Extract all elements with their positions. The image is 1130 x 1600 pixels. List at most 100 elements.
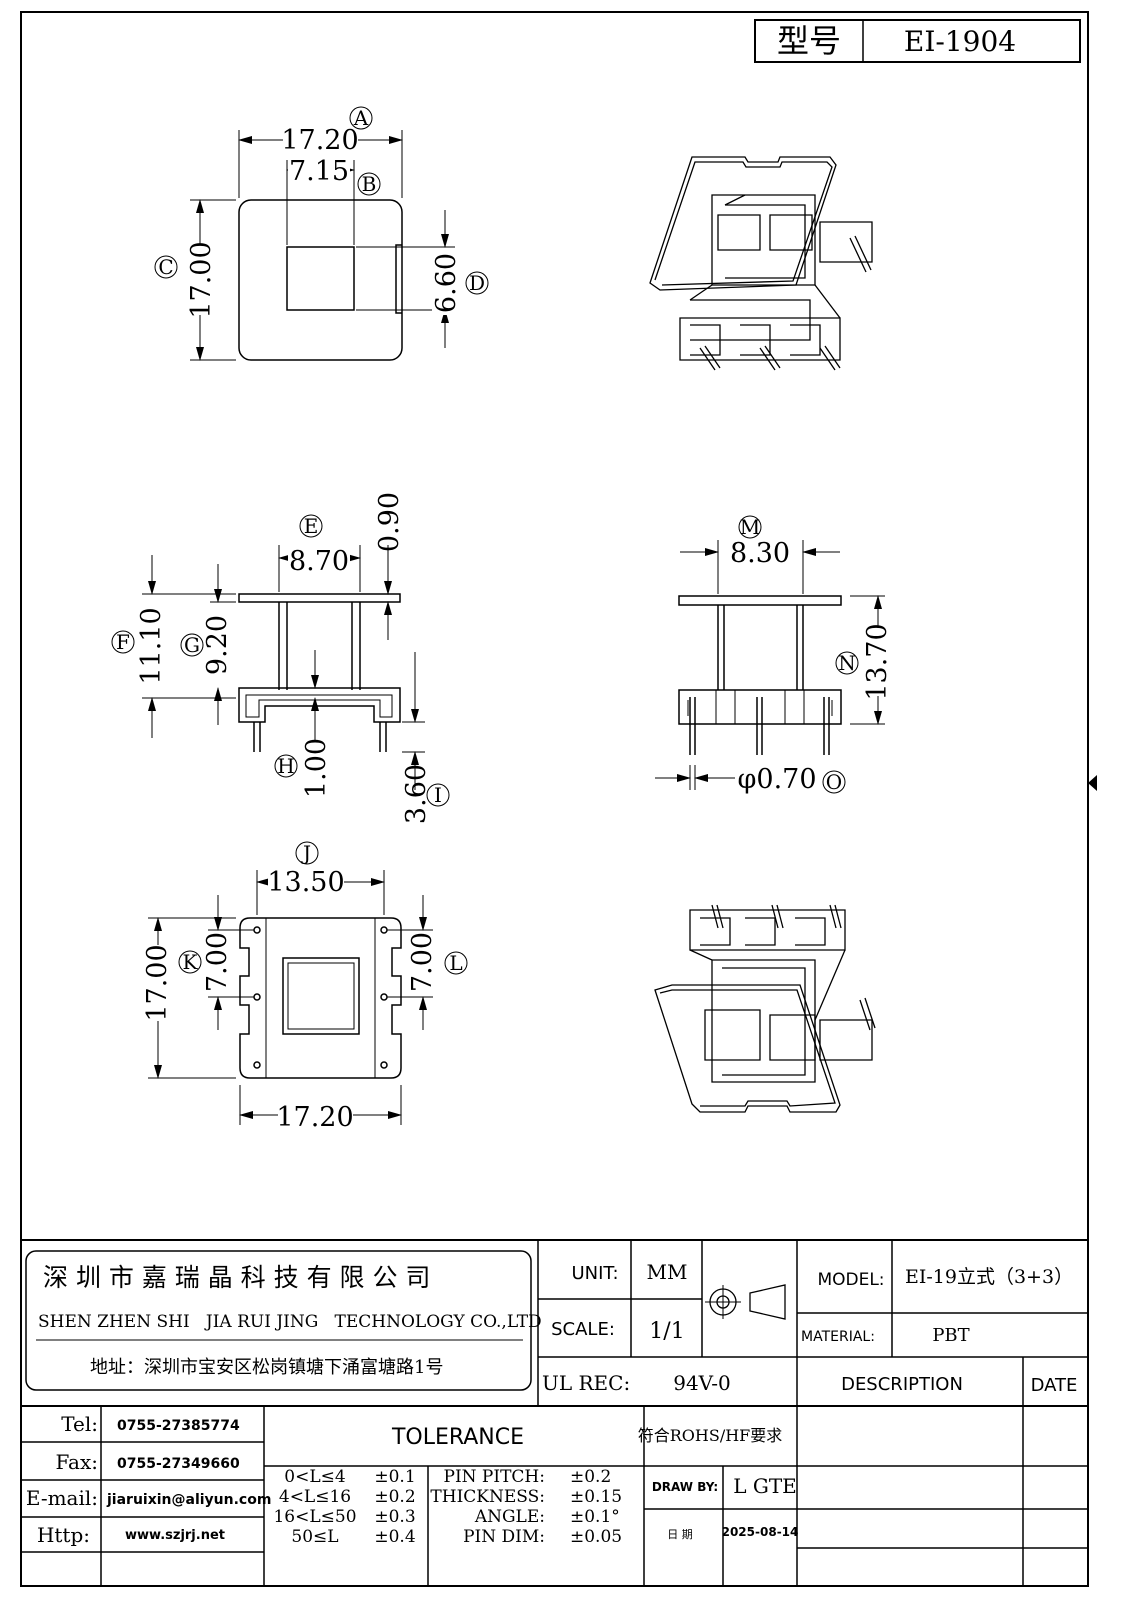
side-base [238, 687, 401, 723]
callout-H: H [274, 754, 298, 778]
tolerance-range: 0<L≤4 [284, 1467, 345, 1487]
title-label: 型号 [777, 22, 841, 60]
ul-label: UL REC: [542, 1371, 630, 1395]
model-label: MODEL: [817, 1270, 884, 1290]
dim-end-width: 8.30 [730, 538, 790, 569]
callout-I: I [426, 783, 450, 807]
draw-by-value: L GTE [733, 1474, 797, 1498]
dim-side-flange-width: 8.70 [289, 546, 349, 577]
company-name-cn: 深 圳 市 嘉 瑞 晶 科 技 有 限 公 司 [43, 1263, 430, 1292]
callout-G: G [180, 633, 204, 657]
svg-text:F: F [116, 630, 130, 654]
iso-view-top [649, 156, 873, 371]
dim-side-flange-thk: 0.90 [374, 492, 405, 552]
tolerance-value: ±0.1 [374, 1467, 415, 1487]
callout-L: L [444, 951, 468, 975]
iso-view-bottom [654, 904, 876, 1113]
tolerance-range: 16<L≤50 [273, 1507, 356, 1527]
front-window [286, 246, 355, 311]
end-top-flange [678, 595, 842, 606]
unit-value: MM [647, 1260, 688, 1284]
tolerance-value: ±0.2 [374, 1487, 415, 1507]
dim-bottom-width: 17.20 [276, 1102, 353, 1133]
svg-text:N: N [838, 651, 856, 675]
email-label: E-mail: [26, 1486, 98, 1510]
unit-label: UNIT: [571, 1263, 618, 1284]
dim-side-body-height: 9.20 [202, 615, 233, 675]
bottom-view [148, 870, 433, 1125]
dim-bottom-left-pitch: 7.00 [202, 932, 233, 992]
tolerance-other-label: THICKNESS: [430, 1487, 545, 1507]
dim-bottom-right-pitch: 7.00 [407, 932, 438, 992]
callout-M: M [738, 515, 762, 539]
callout-F: F [111, 630, 135, 654]
bottom-window [282, 957, 360, 1035]
tolerance-range: 4<L≤16 [279, 1487, 351, 1507]
callout-N: N [835, 651, 859, 675]
end-view [655, 540, 885, 790]
projection-symbol-icon [705, 1284, 786, 1320]
model-value: EI-19立式（3+3） [905, 1266, 1073, 1288]
material-label: MATERIAL: [801, 1329, 875, 1345]
callout-O: O [822, 770, 846, 794]
tolerance-title: TOLERANCE [391, 1425, 524, 1450]
tolerance-other-value: ±0.1° [570, 1507, 620, 1527]
rohs-note: 符合ROHS/HF要求 [638, 1426, 783, 1445]
svg-text:A: A [353, 106, 369, 130]
callout-K: K [178, 950, 202, 974]
http-label: Http: [37, 1523, 90, 1547]
title-value: EI-1904 [904, 25, 1016, 58]
date-value: 2025-08-14 [722, 1525, 799, 1539]
draw-by-label: DRAW BY: [652, 1480, 718, 1494]
end-base [678, 689, 842, 725]
sheet-border [20, 11, 1089, 1587]
tolerance-value: ±0.4 [374, 1527, 415, 1547]
callout-E: E [299, 514, 323, 538]
fax-value: 0755-27349660 [117, 1456, 240, 1472]
dim-end-pin-dia: φ0.70 [737, 764, 816, 795]
description-label: DESCRIPTION [841, 1374, 963, 1395]
title-block: 型号 EI-1904 [754, 19, 1081, 63]
svg-text:L: L [449, 951, 462, 975]
http-value: www.szjrj.net [125, 1528, 225, 1543]
center-mark [1088, 775, 1097, 791]
tolerance-other-label: PIN PITCH: [444, 1467, 546, 1487]
dim-front-window-width: 7.15 [289, 156, 349, 187]
tolerance-other-value: ±0.15 [570, 1487, 622, 1507]
svg-text:B: B [362, 172, 377, 196]
dim-bottom-pin-span: 13.50 [267, 867, 344, 898]
tolerance-other-value: ±0.05 [570, 1527, 622, 1547]
dim-side-base-thk: 1.00 [301, 738, 332, 798]
side-top-flange [238, 593, 401, 603]
company-name-en: SHEN ZHEN SHI JIA RUI JING TECHNOLOGY CO… [38, 1312, 542, 1332]
date-label-cn: 日 期 [667, 1528, 693, 1541]
dim-side-total-height: 11.10 [136, 607, 167, 684]
material-value: PBT [932, 1325, 969, 1346]
scale-label: SCALE: [551, 1319, 615, 1340]
dim-bottom-height: 17.00 [142, 944, 173, 1021]
ul-value: 94V-0 [673, 1371, 731, 1395]
tolerance-table: 0<L≤4 ±0.1 4<L≤16 ±0.2 16<L≤50 ±0.3 50≤L ±0.4 PI… [273, 1467, 622, 1547]
svg-text:E: E [304, 514, 319, 538]
tolerance-other-label: PIN DIM: [463, 1527, 545, 1547]
svg-text:H: H [277, 754, 294, 778]
svg-text:J: J [301, 841, 311, 865]
callout-A: A [349, 106, 373, 130]
tolerance-value: ±0.3 [374, 1507, 415, 1527]
svg-text:M: M [740, 515, 760, 539]
svg-text:K: K [183, 950, 199, 974]
scale-value: 1/1 [649, 1319, 684, 1344]
bottom-outline [239, 917, 402, 1079]
side-view [142, 545, 425, 790]
bottom-title-block [21, 1239, 1088, 1586]
date-label: DATE [1031, 1375, 1078, 1396]
tel-label: Tel: [61, 1412, 98, 1436]
callout-D: D [465, 271, 489, 295]
svg-text:O: O [826, 770, 842, 794]
dim-front-width: 17.20 [281, 125, 358, 156]
svg-text:D: D [469, 271, 485, 295]
email-value: jiaruixin@aliyun.com [106, 1492, 271, 1508]
tolerance-other-label: ANGLE: [474, 1507, 545, 1527]
callout-C: C [154, 255, 178, 279]
tolerance-range: 50≤L [291, 1527, 338, 1547]
